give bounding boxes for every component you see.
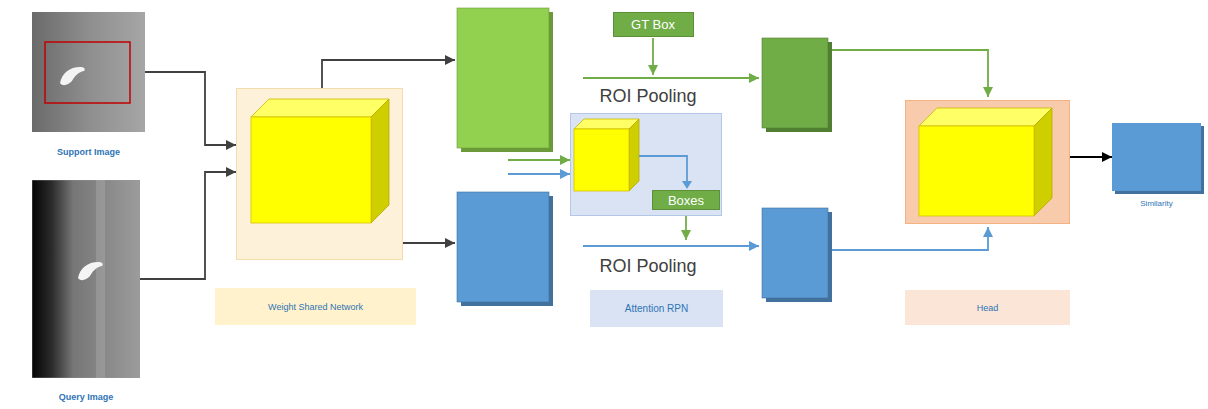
gt-box-tag: GT Box [613,12,694,37]
query-photo [32,180,140,378]
similarity-box: Similarity [1112,123,1201,208]
flow-arrow [322,60,455,88]
flow-arrow [685,216,687,240]
module-label: Attention RPN [590,290,723,327]
cube-front [251,117,371,223]
flow-arrow [508,173,570,175]
module-label: Weight Shared Network [215,288,416,325]
image-caption: Support Image [32,147,145,157]
module-panel [905,100,1070,224]
roi-feature [762,38,828,128]
network-panel: Weight Shared Network [215,88,416,325]
attention-panel: Attention RPN Boxes [570,113,723,327]
photo-art [32,12,145,132]
cube-top [251,99,389,117]
flow-arrow [832,227,988,250]
boxes-tag: Boxes [652,190,720,210]
cube-art [237,89,402,259]
operation-label: ROI Pooling [599,256,696,277]
photo-art [32,180,140,378]
module-label: Head [905,290,1070,325]
roi-arrow [583,245,759,247]
cube-front [919,126,1034,216]
flow-connector [1070,156,1112,158]
output-caption: Similarity [1112,199,1201,208]
photo-frame [32,180,140,378]
cube-front [574,129,629,191]
support-photo [32,12,145,132]
roi-feature [762,208,828,298]
gt-rectangle [45,42,130,103]
flow-connector [140,172,236,279]
module-panel [236,88,403,260]
module-name: Attention RPN [625,303,688,314]
image-caption: Query Image [32,392,140,402]
flow-arrow [832,50,988,97]
support-image: Support Image [32,12,145,157]
query-image: Query Image [32,180,140,402]
output-box [1112,123,1201,191]
operation-label: ROI Pooling [599,86,696,107]
cube-top [574,119,639,129]
cube-side [629,119,639,191]
arrow-head [682,181,692,189]
tag-text: GT Box [631,17,675,32]
flow-arrow [508,159,570,161]
tag-text: Boxes [668,193,704,208]
object-blob [78,262,103,280]
cube-top [919,108,1052,126]
flow-arrow [639,156,687,182]
cube-side [1034,108,1052,216]
photo-stripe [96,180,105,378]
module-name: Weight Shared Network [268,302,363,312]
roi-arrow [583,77,759,79]
cube-side [371,99,389,223]
feature-map [457,8,549,148]
feature-map [457,192,549,302]
flow-arrow [652,38,654,75]
object-blob [60,67,85,85]
photo-frame [32,12,145,132]
flow-connector [145,72,236,145]
module-name: Head [977,303,999,313]
cube-art [906,101,1069,223]
head-panel: Head [905,100,1070,325]
